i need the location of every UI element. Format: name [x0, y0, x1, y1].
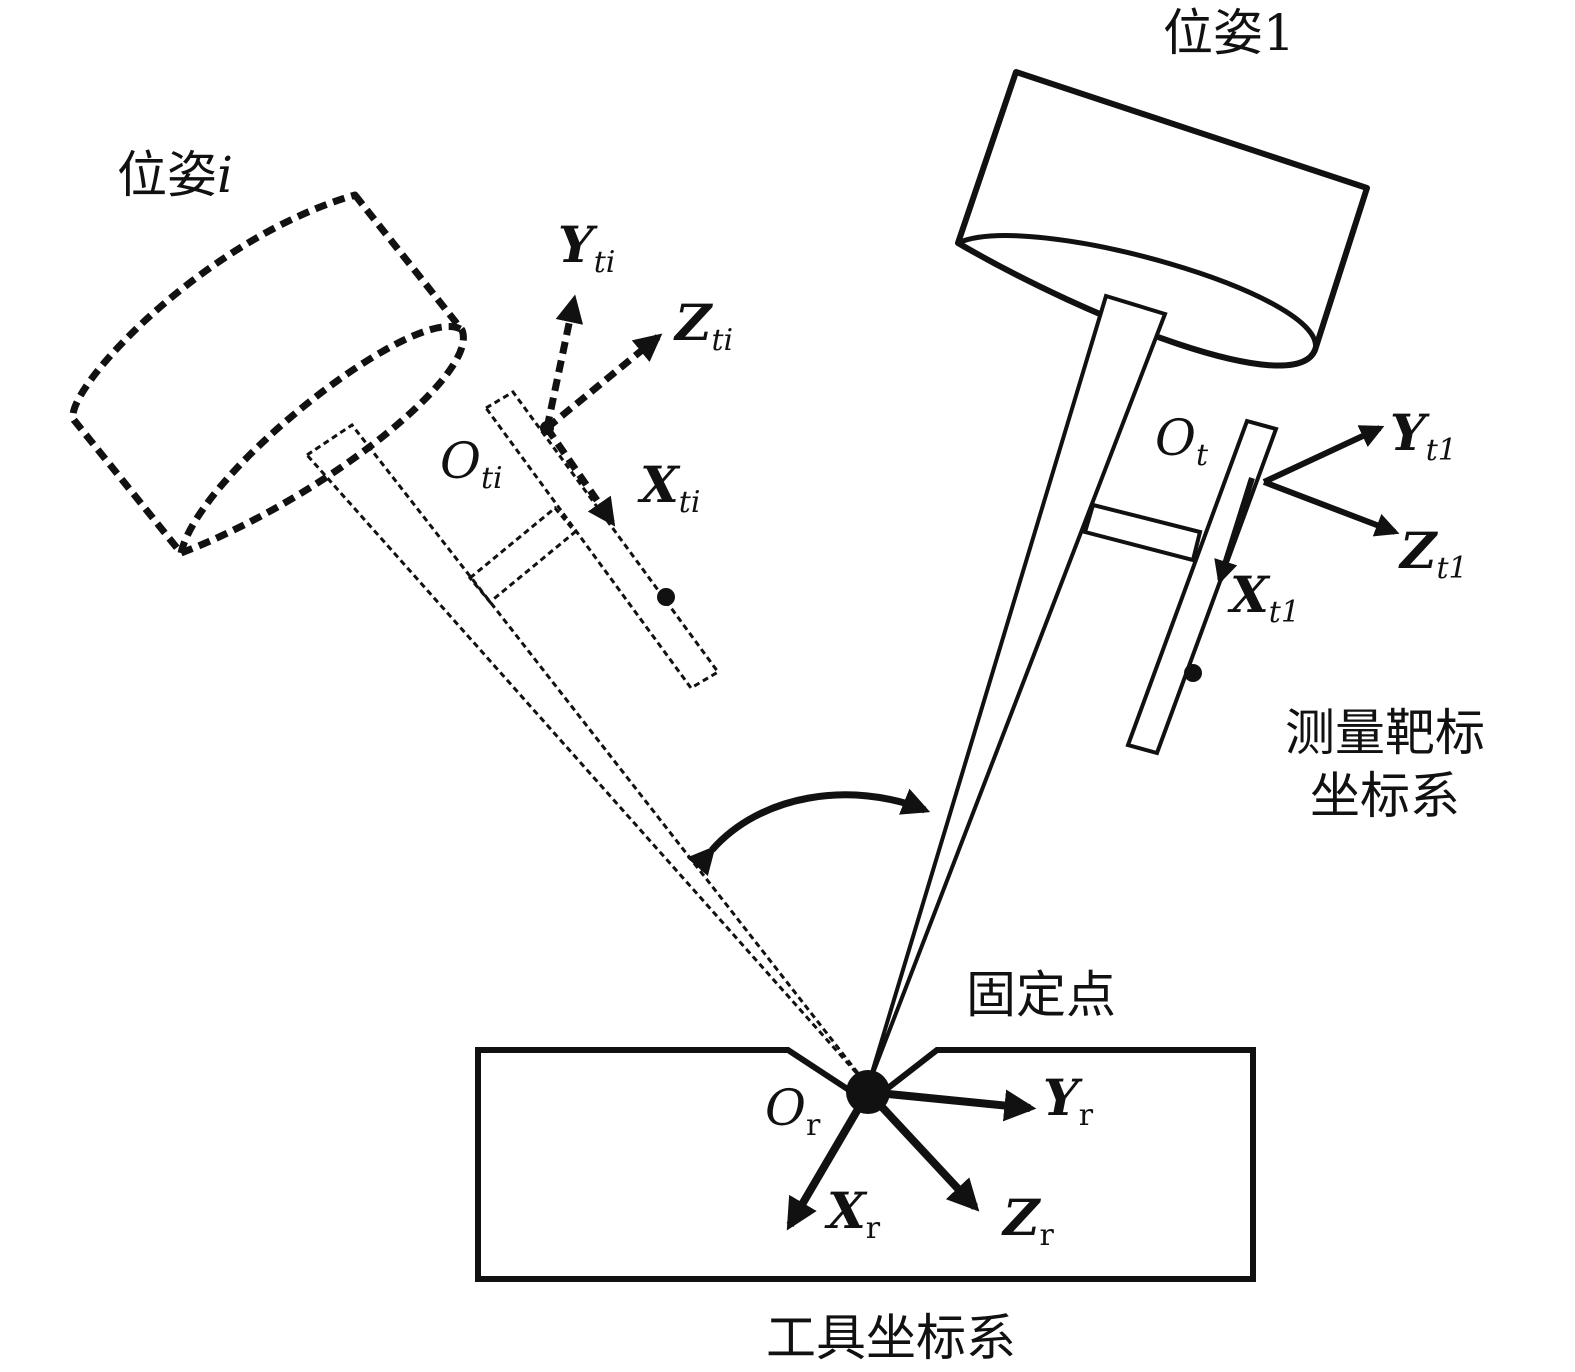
- tool-y-letter: Y: [1043, 1068, 1083, 1127]
- pose-i-x-letter: X: [637, 455, 681, 514]
- tool-frame-label: 工具坐标系: [766, 1309, 1016, 1367]
- pose-i-z-sub: ti: [712, 323, 734, 358]
- tool-origin-sub: r: [806, 1108, 821, 1143]
- tool-x-label: Xr: [824, 1181, 881, 1246]
- pose-i-z-axis-arrow: [544, 333, 663, 431]
- pose-i-y-sub: ti: [594, 245, 616, 280]
- pose-i-z-label: Zti: [673, 293, 733, 358]
- pose-i-cylinder-bottom: [177, 323, 465, 554]
- pose-i-origin-sub: ti: [481, 461, 503, 496]
- pose-1-y-letter: Y: [1390, 403, 1430, 462]
- tool-x-axis-arrow: [786, 1089, 872, 1231]
- target-frame-label-line1: 测量靶标: [1285, 704, 1485, 762]
- tool-y-label: Yr: [1043, 1068, 1094, 1133]
- fixed-point-dot: [846, 1070, 890, 1114]
- pose-i-y-label: Yti: [558, 215, 615, 280]
- tool-x-sub: r: [866, 1211, 881, 1246]
- pose-i-target-bar: [483, 390, 721, 690]
- fixed-point-label: 固定点: [966, 966, 1116, 1024]
- rotation-arrow: [686, 788, 931, 877]
- pose-1-x-label: Xt1: [1227, 565, 1300, 630]
- pose-1-axes: [1214, 425, 1400, 585]
- pose-1-z-label: Zt1: [1398, 521, 1468, 586]
- pose-i-target-dot: [657, 588, 675, 606]
- pose-i-origin-dot: [540, 421, 554, 435]
- tool-origin-label: Or: [765, 1079, 821, 1143]
- pose-i-label: 位姿i: [117, 146, 233, 204]
- pose-1-y-label: Yt1: [1390, 403, 1457, 468]
- tool-origin-letter: O: [765, 1079, 806, 1137]
- pose-1-origin-letter: O: [1155, 409, 1196, 467]
- tool-y-axis-arrow: [867, 1088, 1037, 1122]
- pose-1-x-axis-arrow: [1214, 477, 1255, 585]
- pose-i-x-sub: ti: [679, 485, 701, 520]
- pose-1-cylinder-bottom: [956, 233, 1318, 351]
- pose-i-y-letter: Y: [558, 215, 598, 274]
- tool-base-block: [475, 1047, 1256, 1282]
- pose-i-axes: [543, 294, 663, 527]
- pose-1-x-sub: t1: [1269, 595, 1300, 630]
- pose-1-z-sub: t1: [1437, 551, 1468, 586]
- tool-z-letter: Z: [1001, 1188, 1042, 1247]
- pose-1-origin-sub: t: [1196, 438, 1209, 473]
- pose-1-probe: [866, 69, 1370, 1087]
- pose-i-probe: [69, 191, 870, 1087]
- tool-z-sub: r: [1040, 1218, 1055, 1253]
- pose-1-z-axis-arrow: [1262, 479, 1400, 537]
- pose-i-z-letter: Z: [673, 293, 714, 352]
- pose-i-origin-letter: O: [440, 432, 481, 490]
- tool-y-sub: r: [1079, 1098, 1094, 1133]
- pose-1-target-dot: [1184, 664, 1202, 682]
- pose-1-origin-label: Ot: [1155, 409, 1209, 473]
- pose-i-stylus: [304, 422, 870, 1087]
- pose-1-cylinder-body: [955, 69, 1370, 369]
- pose-1-label: 位姿1: [1163, 4, 1295, 62]
- tool-x-letter: X: [824, 1181, 868, 1240]
- pose-i-target-bracket: [467, 505, 578, 605]
- target-frame-label-line2: 坐标系: [1310, 767, 1460, 825]
- pose-1-target-bar: [1125, 418, 1279, 756]
- pose-i-origin-label: Oti: [440, 432, 503, 496]
- pose-1-y-axis-arrow: [1262, 425, 1385, 485]
- tool-z-label: Zr: [1001, 1188, 1055, 1253]
- pose-1-x-letter: X: [1227, 565, 1271, 624]
- pose-i-cylinder-body: [69, 191, 467, 557]
- pose-i-x-axis-arrow: [544, 426, 616, 527]
- pose-i-label-prefix: 位姿: [117, 146, 217, 204]
- pose-i-x-label: Xti: [637, 455, 700, 520]
- tool-axes: [786, 1088, 1037, 1231]
- pose-1-target-bracket: [1082, 502, 1203, 563]
- pose-1-y-sub: t1: [1426, 433, 1457, 468]
- pose-i-y-axis-arrow: [543, 294, 584, 429]
- pose-i-label-suffix: i: [217, 146, 233, 204]
- pose-1-z-letter: Z: [1398, 521, 1439, 580]
- tool-z-axis-arrow: [865, 1089, 980, 1212]
- pose-1-stylus: [866, 293, 1168, 1087]
